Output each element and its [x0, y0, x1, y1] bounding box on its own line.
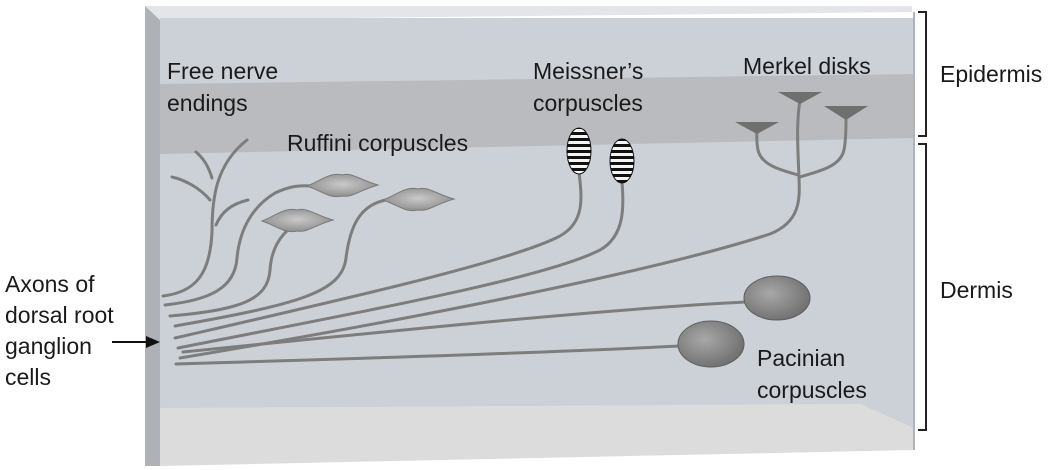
merkel-disk: [778, 92, 822, 104]
pacinian-fiber: [174, 344, 682, 366]
meissner-corpuscles: [566, 127, 635, 184]
meissners-corpuscles-label: Meissner’s corpuscles: [533, 58, 650, 116]
nerve-fibers: [161, 98, 848, 366]
block-top-face: [145, 6, 912, 20]
pacinian-corpuscle: [677, 320, 745, 368]
pacinian-corpuscles-label: Pacinian corpuscles: [757, 345, 867, 403]
dermis-label: Dermis: [940, 277, 1013, 303]
ruffini-corpuscles-label: Ruffini corpuscles: [287, 130, 468, 156]
free-nerve-branch: [214, 198, 250, 227]
free-nerve-branch: [170, 175, 212, 202]
ruffini-corpuscles: [260, 173, 456, 233]
free-nerve-branch: [194, 150, 214, 180]
meissner-corpuscle: [566, 127, 592, 175]
skin-block: [145, 6, 915, 466]
free-nerve-endings-label: Free nerve endings: [167, 58, 285, 116]
block-left-face: [145, 6, 160, 466]
axon-pointer-arrow: [112, 336, 160, 348]
ruffini-corpuscle: [305, 173, 380, 198]
merkel-disks: [735, 92, 868, 134]
ruffini-corpuscle: [260, 208, 335, 233]
pacinian-corpuscle: [743, 275, 811, 321]
merkel-disk: [735, 122, 779, 134]
pacinian-fiber: [181, 300, 748, 354]
ruffini-fiber: [173, 198, 388, 328]
merkel-disks-label: Merkel disks: [743, 53, 871, 79]
dermis-bracket: [918, 143, 927, 431]
ruffini-corpuscle: [381, 187, 456, 212]
merkel-branch: [798, 118, 848, 179]
merkel-disk: [824, 106, 868, 120]
meissner-fiber: [176, 180, 625, 350]
pacinian-corpuscles: [677, 275, 811, 368]
meissner-corpuscle: [609, 138, 635, 184]
block-bottom-face: [160, 404, 914, 466]
epidermis-bracket: [918, 11, 927, 137]
epidermis-label: Epidermis: [940, 61, 1042, 87]
ruffini-fiber: [163, 184, 314, 307]
meissner-fiber: [173, 170, 583, 340]
merkel-fiber: [178, 98, 802, 360]
axons-label: Axons of dorsal root ganglion cells: [5, 271, 120, 390]
free-nerve-ending-fiber: [161, 138, 249, 298]
epidermis-band: [160, 74, 914, 154]
